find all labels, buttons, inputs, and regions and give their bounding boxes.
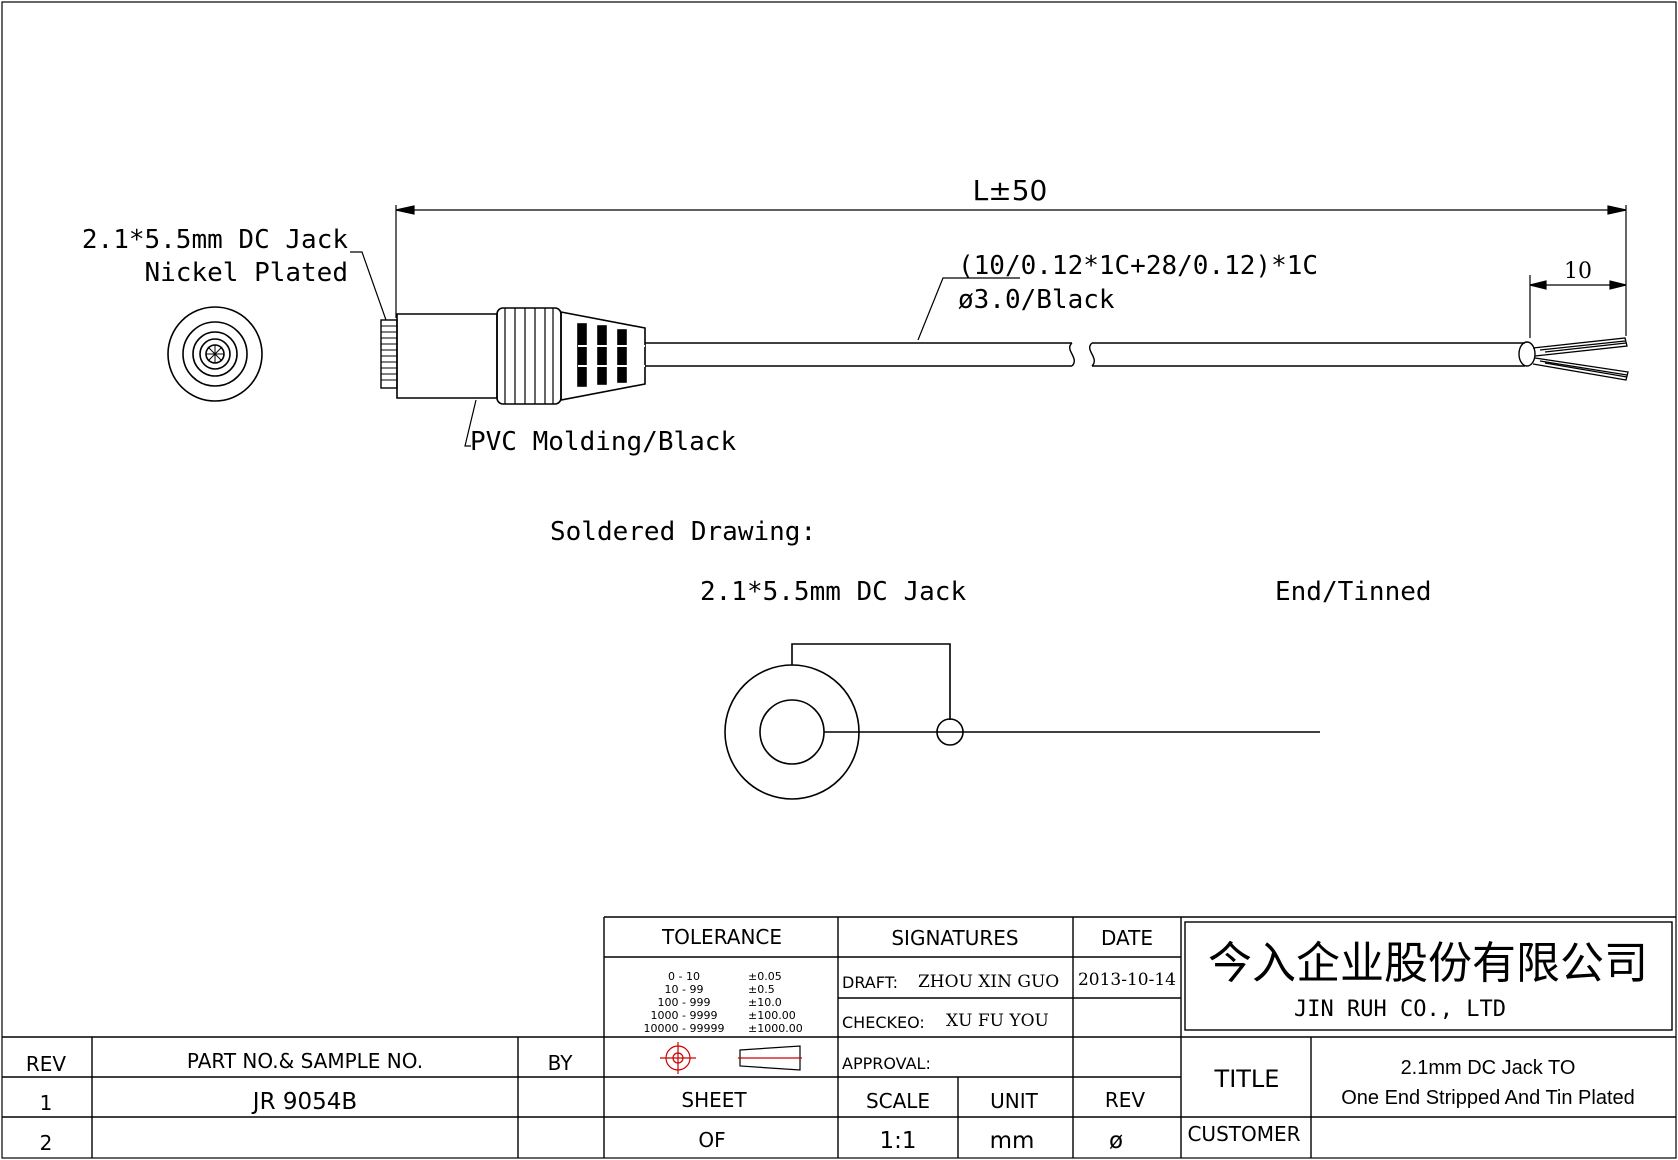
approval-label: APPROVAL: (842, 1054, 931, 1073)
row2-rev: 2 (40, 1131, 53, 1155)
company-name-cn: 今入企业股份有限公司 (1208, 938, 1648, 989)
tolerance-range: 10000 - 99999 (644, 1022, 725, 1035)
draft-label: DRAFT: (842, 973, 898, 992)
cable-drawing (167, 205, 1629, 447)
jack-label-line2: Nickel Plated (145, 258, 349, 288)
cable-spec-leader (917, 277, 1020, 341)
stripped-wires (1532, 337, 1629, 381)
tolerance-range: 1000 - 9999 (651, 1009, 718, 1022)
jack-knurl (380, 319, 398, 389)
length-dimension (395, 205, 1627, 336)
cable-spec-line2: ø3.0/Black (958, 285, 1115, 315)
scale-value: 1:1 (879, 1128, 916, 1154)
jack-label-line1: 2.1*5.5mm DC Jack (82, 225, 348, 255)
strip-dimension (1529, 275, 1627, 338)
jack-label-leader (350, 251, 387, 321)
scale-header: SCALE (866, 1089, 930, 1113)
soldered-schematic (724, 643, 1320, 800)
tolerance-value: ±10.0 (748, 996, 782, 1009)
revision-header: REV (1105, 1088, 1146, 1112)
tolerance-header: TOLERANCE (661, 925, 782, 949)
unit-value: mm (990, 1128, 1035, 1154)
customer-header: CUSTOMER (1187, 1122, 1300, 1146)
strip-dimension-label: 10 (1564, 259, 1592, 284)
title-line2: One End Stripped And Tin Plated (1341, 1087, 1635, 1109)
soldered-heading: Soldered Drawing: (550, 517, 816, 547)
molding-leader (464, 399, 477, 447)
strain-relief (560, 311, 646, 401)
cable-break (1089, 342, 1095, 367)
third-angle-projection-icon (660, 1042, 802, 1074)
draft-name: ZHOU XIN GUO (918, 972, 1059, 992)
jack-inner-contact (759, 699, 825, 765)
rev-header: REV (26, 1052, 67, 1076)
title-header: TITLE (1214, 1065, 1280, 1093)
row1-part-number: JR 9054B (251, 1089, 357, 1115)
title-block-lines (2, 916, 1676, 1158)
signatures-header: SIGNATURES (891, 926, 1018, 950)
jack-end-view (167, 306, 263, 402)
company-name-en: JIN RUH CO., LTD (1294, 997, 1506, 1022)
jack-body (396, 313, 498, 399)
draft-date: 2013-10-14 (1078, 970, 1176, 990)
soldered-jack-label: 2.1*5.5mm DC Jack (700, 577, 966, 607)
sheet-header: SHEET (681, 1088, 747, 1112)
part-header: PART NO.& SAMPLE NO. (187, 1049, 423, 1073)
length-dimension-label: L±50 (973, 174, 1048, 207)
tolerance-range: 0 - 10 (668, 970, 700, 983)
soldered-end-label: End/Tinned (1275, 577, 1432, 607)
cable-segment-2 (1092, 342, 1525, 367)
tolerance-value: ±100.00 (748, 1009, 796, 1022)
jack-collar (496, 307, 562, 405)
cable-segment-1 (645, 342, 1072, 367)
revision-value: ø (1109, 1128, 1123, 1154)
checked-name: XU FU YOU (946, 1011, 1049, 1031)
tolerance-value: ±1000.00 (748, 1022, 803, 1035)
tolerance-value: ±0.05 (748, 970, 782, 983)
molding-label: PVC Molding/Black (470, 427, 736, 457)
checked-label: CHECKEO: (842, 1013, 925, 1032)
tolerance-range: 100 - 999 (658, 996, 711, 1009)
title-line1: 2.1mm DC Jack TO (1401, 1057, 1576, 1079)
tolerance-table: 0 - 10 ±0.05 10 - 99 ±0.5 100 - 999 ±10.… (644, 970, 803, 1035)
sheet-value: OF (698, 1128, 725, 1152)
tolerance-value: ±0.5 (748, 983, 775, 996)
date-header: DATE (1101, 926, 1153, 950)
unit-header: UNIT (990, 1089, 1038, 1113)
row1-rev: 1 (40, 1091, 53, 1115)
tolerance-range: 10 - 99 (665, 983, 704, 996)
shield-connection (791, 643, 951, 720)
cable-spec-line1: (10/0.12*1C+28/0.12)*1C (958, 251, 1318, 281)
by-header: BY (548, 1051, 574, 1075)
